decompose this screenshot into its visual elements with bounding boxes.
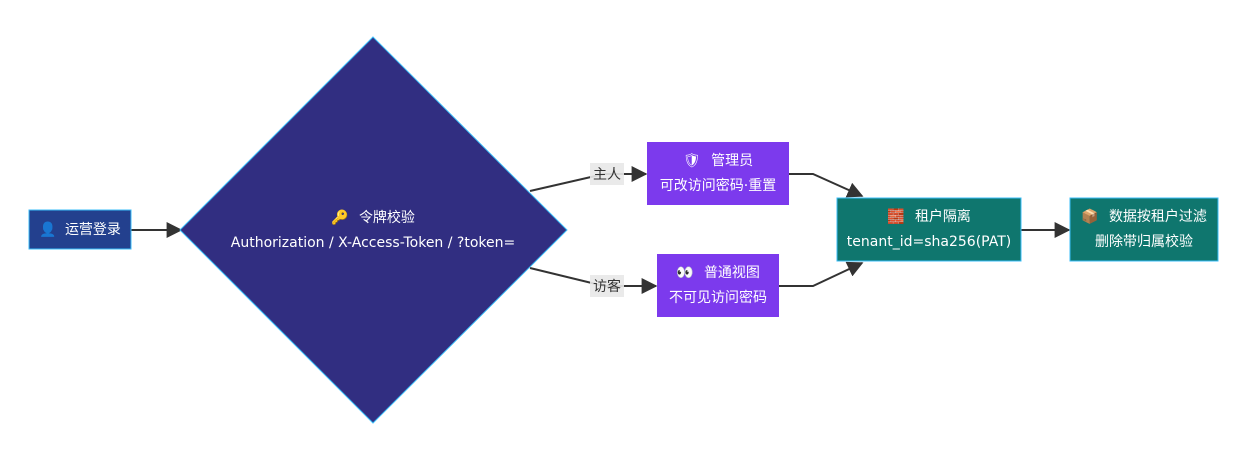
node-tenant-isolation-subtitle: tenant_id=sha256(PAT) xyxy=(847,234,1011,250)
svg-text:🧱 租户隔离: 🧱 租户隔离 xyxy=(887,208,971,225)
shield-icon: 🛡 xyxy=(683,153,701,169)
node-token-check[interactable]: 🔑 令牌校验 Authorization / X-Access-Token / … xyxy=(179,36,568,424)
node-token-check-title: 令牌校验 xyxy=(359,209,415,226)
edge-token-to-admin xyxy=(529,166,648,192)
edge-normal-view-to-tenant xyxy=(779,261,864,287)
svg-text:👤 运营登录: 👤 运营登录 xyxy=(39,221,121,238)
eyes-icon: 👀 xyxy=(676,265,693,281)
svg-text:访客: 访客 xyxy=(593,278,621,295)
svg-text:📦 数据按租户过滤: 📦 数据按租户过滤 xyxy=(1081,208,1207,225)
key-icon: 🔑 xyxy=(331,208,349,226)
node-data-filter-title: 数据按租户过滤 xyxy=(1109,208,1207,225)
package-icon: 📦 xyxy=(1081,208,1098,225)
node-tenant-isolation[interactable]: 🧱 租户隔离 tenant_id=sha256(PAT) xyxy=(836,197,1022,262)
node-admin[interactable]: 🛡 管理员 可改访问密码·重置 xyxy=(647,142,789,205)
node-token-check-subtitle: Authorization / X-Access-Token / ?token= xyxy=(231,235,515,251)
node-normal-view[interactable]: 👀 普通视图 不可见访问密码 xyxy=(657,254,779,317)
svg-text:🛡 管理员: 🛡 管理员 xyxy=(683,153,753,169)
node-login[interactable]: 👤 运营登录 xyxy=(28,209,132,250)
edge-admin-to-tenant xyxy=(789,173,864,198)
node-data-filter[interactable]: 📦 数据按租户过滤 删除带归属校验 xyxy=(1069,197,1219,262)
edge-label-owner: 主人 xyxy=(590,163,624,185)
brick-icon: 🧱 xyxy=(887,208,904,225)
node-normal-view-title: 普通视图 xyxy=(704,265,760,281)
node-admin-subtitle: 可改访问密码·重置 xyxy=(660,177,776,194)
svg-text:主人: 主人 xyxy=(593,167,621,183)
node-login-label: 运营登录 xyxy=(65,222,121,238)
node-normal-view-subtitle: 不可见访问密码 xyxy=(669,289,767,306)
node-admin-title: 管理员 xyxy=(711,153,753,169)
svg-text:👀 普通视图: 👀 普通视图 xyxy=(676,265,760,281)
edge-label-visitor: 访客 xyxy=(590,275,624,297)
user-icon: 👤 xyxy=(39,221,56,238)
node-data-filter-subtitle: 删除带归属校验 xyxy=(1095,233,1193,250)
svg-text:🔑 令牌校验: 🔑 令牌校验 xyxy=(331,208,415,226)
node-tenant-isolation-title: 租户隔离 xyxy=(915,208,971,225)
